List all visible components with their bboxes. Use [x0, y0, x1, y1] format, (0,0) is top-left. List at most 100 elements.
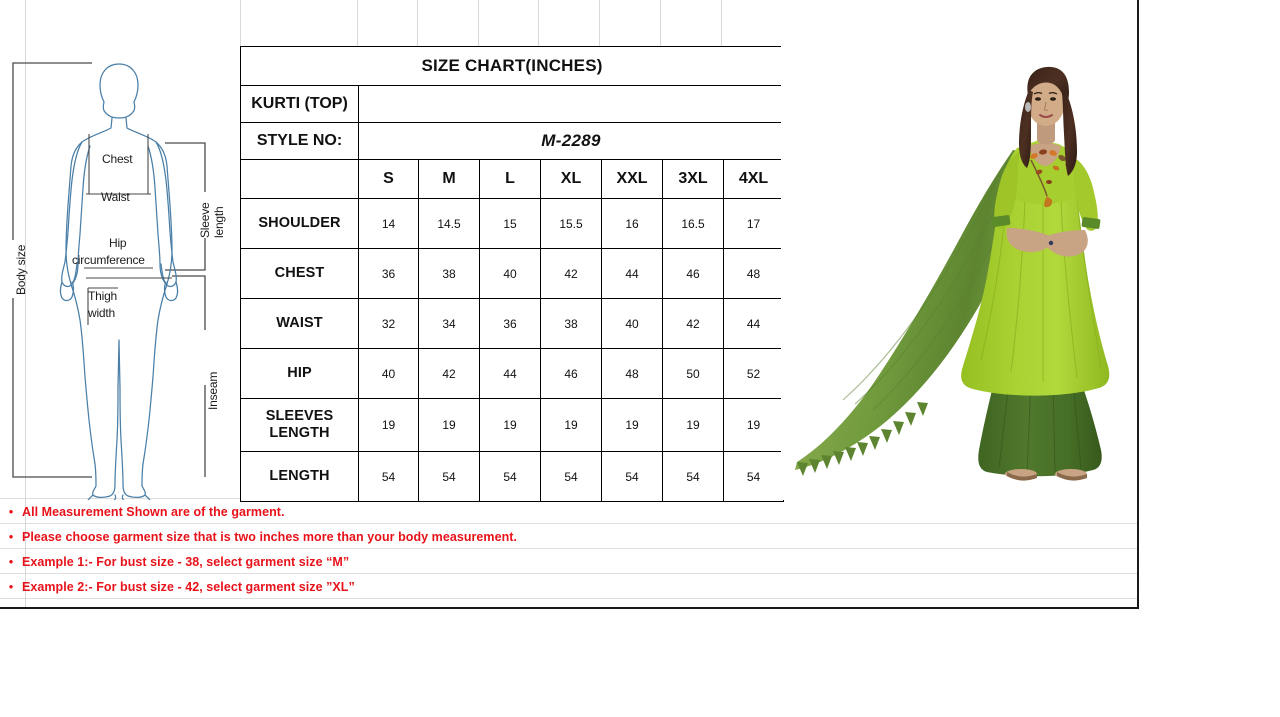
table-row-garment: KURTI (TOP) [240, 85, 785, 123]
note-item: • Please choose garment size that is two… [0, 524, 1139, 549]
size-header-4xl: 4XL [722, 159, 785, 199]
cell-sleeves-4xl: 19 [722, 398, 785, 452]
grid-line-vertical [660, 0, 661, 46]
cell-chest-4xl: 48 [722, 248, 785, 299]
body-size-bracket [12, 62, 92, 478]
sheet-border-bottom [0, 607, 1139, 609]
size-chart-table: SIZE CHART(INCHES) KURTI (TOP) STYLE NO:… [239, 46, 785, 502]
cell-chest-3xl: 46 [662, 248, 724, 299]
cell-length-xxl: 54 [601, 451, 663, 502]
cell-waist-xl: 38 [540, 298, 602, 349]
cell-hip-s: 40 [358, 348, 419, 399]
label-inseam: Inseam [206, 371, 220, 410]
cell-waist-xxl: 40 [601, 298, 663, 349]
cell-shoulder-xxl: 16 [601, 198, 663, 249]
cell-hip-3xl: 50 [662, 348, 724, 399]
grid-line-vertical [240, 0, 241, 46]
label-thigh-line2: width [88, 306, 116, 320]
body-silhouette [59, 63, 179, 500]
cell-shoulder-m: 14.5 [418, 198, 480, 249]
cell-shoulder-3xl: 16.5 [662, 198, 724, 249]
table-row: LENGTH 54 54 54 54 54 54 54 [240, 451, 785, 502]
skirt-folds [998, 379, 1082, 473]
bullet-icon: • [8, 529, 14, 544]
grid-line-vertical [538, 0, 539, 46]
ring [1048, 240, 1054, 246]
product-photo [781, 0, 1137, 500]
cell-length-s: 54 [358, 451, 419, 502]
inseam-bracket [172, 275, 206, 477]
cell-sleeves-s: 19 [358, 398, 419, 452]
cell-hip-l: 44 [479, 348, 541, 399]
notes-list: • All Measurement Shown are of the garme… [0, 499, 1139, 599]
cell-hip-4xl: 52 [722, 348, 785, 399]
size-header-xl: XL [540, 159, 602, 199]
cell-waist-s: 32 [358, 298, 419, 349]
size-header-l: L [479, 159, 541, 199]
label-hip-line1: Hip [109, 236, 127, 250]
note-text: Example 2:- For bust size - 42, select g… [22, 579, 355, 594]
label-chest: Chest [102, 152, 133, 166]
table-row-size-headers: S M L XL XXL 3XL 4XL [240, 159, 785, 199]
forearm-right [1045, 230, 1088, 257]
cell-chest-m: 38 [418, 248, 480, 299]
cell-waist-l: 36 [479, 298, 541, 349]
garment-label: KURTI (TOP) [240, 85, 359, 123]
body-measurement-diagram: Body size Chest Waist Hip circumference … [0, 40, 238, 500]
note-text: All Measurement Shown are of the garment… [22, 504, 285, 519]
skirt [978, 376, 1102, 477]
size-header-xxl: XXL [601, 159, 663, 199]
size-header-m: M [418, 159, 480, 199]
row-label-length: LENGTH [240, 451, 359, 502]
cell-sleeves-xxl: 19 [601, 398, 663, 452]
measurement-boxes [84, 134, 172, 325]
label-waist: Waist [101, 190, 130, 204]
note-item: • Example 1:- For bust size - 38, select… [0, 549, 1139, 574]
cell-shoulder-xl: 15.5 [540, 198, 602, 249]
sleeve-right [1071, 156, 1098, 231]
cell-hip-xxl: 48 [601, 348, 663, 399]
cell-shoulder-s: 14 [358, 198, 419, 249]
table-row-style: STYLE NO: M-2289 [240, 122, 785, 160]
table-row: SHOULDER 14 14.5 15 15.5 16 16.5 17 [240, 198, 785, 249]
bullet-icon: • [8, 579, 14, 594]
row-label-chest: CHEST [240, 248, 359, 299]
sleeve-length-bracket [165, 142, 206, 271]
table-row: SLEEVES LENGTH 19 19 19 19 19 19 19 [240, 398, 785, 452]
grid-line-horizontal [0, 548, 1137, 549]
cell-length-xl: 54 [540, 451, 602, 502]
cell-chest-xl: 42 [540, 248, 602, 299]
grid-line-vertical [25, 0, 26, 608]
table-row: WAIST 32 34 36 38 40 42 44 [240, 298, 785, 349]
size-chart-table-container: SIZE CHART(INCHES) KURTI (TOP) STYLE NO:… [239, 46, 785, 502]
grid-line-horizontal [0, 573, 1137, 574]
cell-length-l: 54 [479, 451, 541, 502]
style-no-label: STYLE NO: [240, 122, 359, 160]
sleeve-cuff-left [991, 215, 1011, 227]
note-text: Please choose garment size that is two i… [22, 529, 518, 544]
cell-shoulder-4xl: 17 [722, 198, 785, 249]
sleeve-cuff-right [1081, 217, 1101, 229]
row-label-sleeves-line1: SLEEVES [265, 408, 334, 425]
label-body-size: Body size [14, 244, 28, 295]
table-row: HIP 40 42 44 46 48 50 52 [240, 348, 785, 399]
cell-waist-3xl: 42 [662, 298, 724, 349]
sleeve-left [994, 152, 1019, 229]
cell-shoulder-l: 15 [479, 198, 541, 249]
head [1027, 78, 1065, 126]
note-text: Example 1:- For bust size - 38, select g… [22, 554, 350, 569]
note-item: • Example 2:- For bust size - 42, select… [0, 574, 1139, 599]
cell-sleeves-xl: 19 [540, 398, 602, 452]
grid-line-vertical [357, 0, 358, 46]
bullet-icon: • [8, 504, 14, 519]
bullet-icon: • [8, 554, 14, 569]
table-row: CHEST 36 38 40 42 44 46 48 [240, 248, 785, 299]
cell-hip-xl: 46 [540, 348, 602, 399]
row-label-hip: HIP [240, 348, 359, 399]
cell-length-3xl: 54 [662, 451, 724, 502]
style-no-value: M-2289 [357, 122, 785, 160]
earring [1025, 102, 1031, 112]
row-label-sleeves-length: SLEEVES LENGTH [240, 398, 359, 452]
cell-sleeves-3xl: 19 [662, 398, 724, 452]
